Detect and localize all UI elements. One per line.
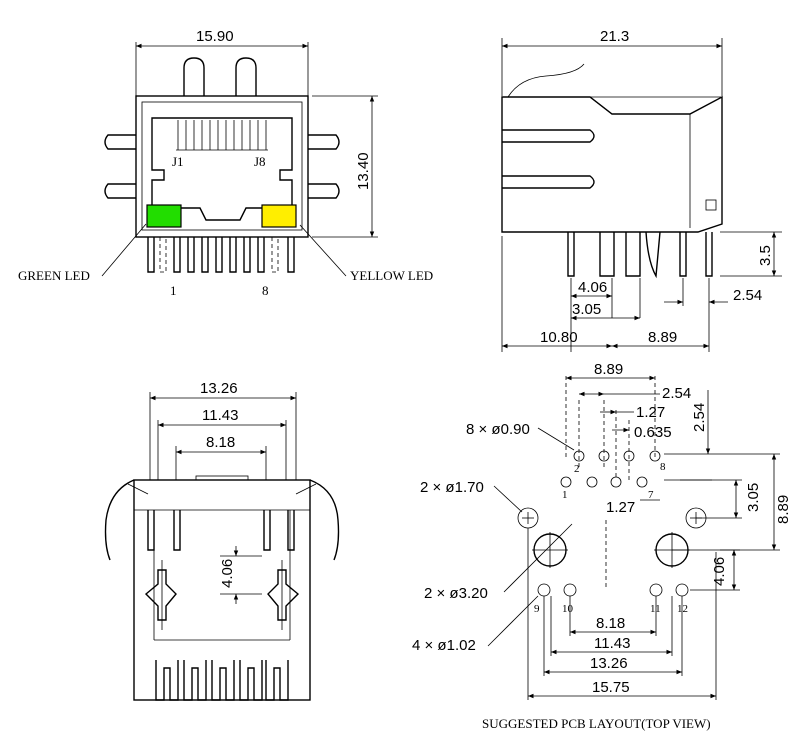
front-width-dim: 15.90 [196, 28, 234, 45]
hole-callout-102: 4 × ø1.02 [412, 637, 476, 654]
pcb-dim-254-v: 2.54 [691, 403, 708, 432]
green-led-label: GREEN LED [18, 268, 90, 283]
front-leads [147, 237, 295, 273]
jack-contacts [176, 120, 268, 151]
pcb-dim-406: 4.06 [711, 557, 728, 586]
bottom-view: 13.26 11.43 8.18 [104, 380, 340, 701]
bottom-dim-1143: 11.43 [202, 407, 238, 424]
pcb-pin-11: 11 [650, 603, 661, 615]
pcb-dim-1575: 15.75 [592, 679, 630, 696]
bottom-dim-406: 4.06 [219, 559, 236, 588]
side-dim-889: 8.89 [648, 329, 677, 346]
pcb-pin-8: 8 [660, 461, 666, 473]
side-dim-406: 4.06 [578, 279, 607, 296]
yellow-led-label: YELLOW LED [350, 268, 433, 283]
signal-holes [560, 450, 661, 488]
pcb-dim-1143: 11.43 [594, 635, 630, 652]
pcb-dim-254-h: 2.54 [662, 385, 691, 402]
hole-callout-170: 2 × ø1.70 [420, 479, 484, 496]
pcb-pin-7: 7 [648, 489, 654, 501]
pcb-dim-0635: 0.635 [634, 424, 672, 441]
bottom-dim-818: 8.18 [206, 434, 235, 451]
front-pin-8: 8 [262, 283, 269, 298]
port-label-j8: J8 [254, 154, 266, 169]
pcb-dim-889-v: 8.89 [775, 495, 792, 524]
side-dim-1080: 10.80 [540, 329, 578, 346]
yellow-led [261, 204, 297, 228]
front-view: 15.90 13.40 J1 J8 [18, 28, 433, 298]
led-hole-right [685, 507, 707, 529]
pcb-pin-1: 1 [562, 489, 568, 501]
pcb-dim-127-row: 1.27 [606, 499, 635, 516]
hole-callout-090: 8 × ø0.90 [466, 421, 530, 438]
side-dim-254: 2.54 [733, 287, 762, 304]
pcb-dim-305: 3.05 [745, 483, 762, 512]
pcb-dim-818: 8.18 [596, 615, 625, 632]
pcb-dim-127-h: 1.27 [636, 404, 665, 421]
side-pin-height-dim: 3.5 [757, 245, 774, 266]
pcb-dim-1326: 13.26 [590, 655, 628, 672]
pcb-pin-9: 9 [534, 603, 540, 615]
hole-callout-320: 2 × ø3.20 [424, 585, 488, 602]
green-led [146, 204, 182, 228]
side-length-dim: 21.3 [600, 28, 629, 45]
pcb-pin-12: 12 [677, 603, 688, 615]
bottom-dim-1326: 13.26 [200, 380, 238, 397]
pcb-dim-top-889: 8.89 [594, 361, 623, 378]
front-height-dim: 13.40 [355, 152, 372, 190]
pcb-caption: SUGGESTED PCB LAYOUT(TOP VIEW) [482, 716, 711, 731]
front-pin-1: 1 [170, 283, 177, 298]
side-view: 21.3 3.5 4.06 3.05 [501, 28, 782, 352]
pcb-pin-2: 2 [574, 463, 580, 475]
side-dim-305: 3.05 [572, 301, 601, 318]
pcb-pin-10: 10 [562, 603, 574, 615]
port-label-j1: J1 [172, 154, 184, 169]
pcb-layout: 8.89 2.54 1.27 0.635 2.54 3.05 8.89 1.27 [412, 361, 792, 731]
